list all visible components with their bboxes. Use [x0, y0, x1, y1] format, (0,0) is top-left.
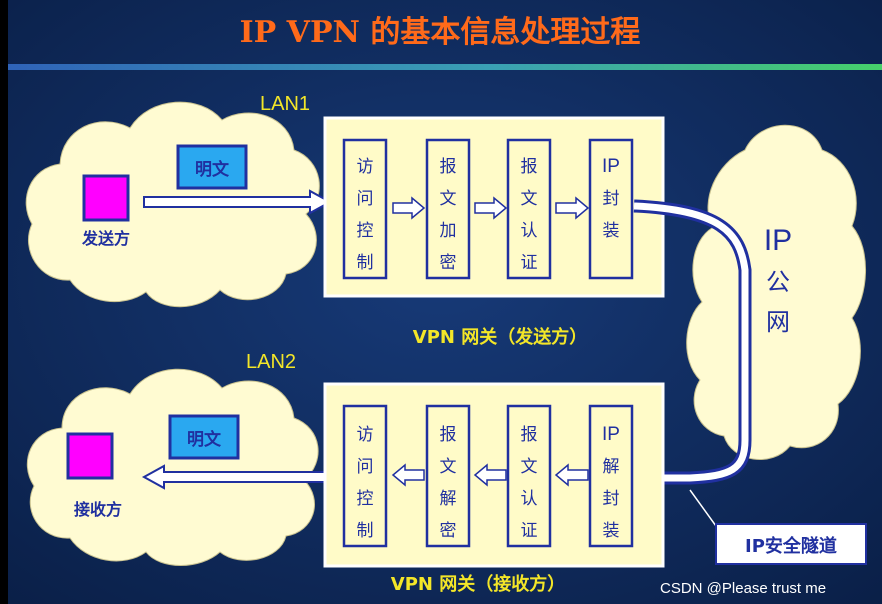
step-label-char: 问: [357, 189, 374, 209]
step-box-authentication: [506, 138, 552, 280]
receiver-steps: [342, 404, 634, 548]
step-arrow: [555, 196, 590, 220]
step-label-char: 报: [521, 157, 538, 177]
network-label-char: 网: [766, 308, 790, 336]
step-label-char: 报: [521, 425, 538, 445]
step-label-char: 证: [521, 253, 538, 273]
plaintext-label-top: 明文: [195, 159, 230, 180]
step-arrow: [391, 463, 425, 487]
step-arrow: [392, 196, 426, 220]
output-arrow-bottom: [141, 464, 331, 490]
step-box-ip-encapsulation: [588, 138, 634, 280]
step-label-char: 制: [357, 521, 374, 541]
plaintext-box-top: [176, 144, 248, 190]
step-arrow: [474, 196, 508, 220]
sender-terminal-icon: [82, 174, 130, 222]
ip-security-tunnel: [633, 199, 752, 485]
step-label-char: 访: [357, 425, 374, 445]
plaintext-box-bottom: [168, 414, 240, 460]
step-label-char: 文: [440, 457, 457, 477]
step-label-char: 解: [603, 457, 620, 477]
lan2-cloud: [26, 368, 319, 566]
watermark-text: CSDN @Please trust me: [660, 580, 827, 597]
step-label-char: 密: [440, 253, 457, 273]
title-band: [8, 64, 882, 70]
tunnel-label: IP安全隧道: [745, 535, 837, 557]
step-label-char: 加: [440, 221, 457, 241]
lan2-label: LAN2: [246, 351, 296, 373]
step-box-ip-decapsulation: [588, 404, 634, 548]
step-label-char: 报: [440, 157, 457, 177]
receiver-terminal-icon: [66, 432, 114, 480]
step-label-char: 制: [357, 253, 374, 273]
tunnel-callout-box: [715, 523, 867, 565]
step-label-char: 认: [521, 221, 538, 241]
step-label-char: 密: [440, 521, 457, 541]
step-label-char: 装: [603, 521, 620, 541]
step-label-char: 问: [357, 457, 374, 477]
left-frame-strip: [0, 0, 8, 604]
step-label-char: 访: [357, 157, 374, 177]
step-label-char: 封: [603, 189, 620, 209]
watermark: CSDN @Please trust me: [660, 578, 880, 600]
step-box-access-control: [342, 404, 388, 548]
sender-label: 发送方: [81, 229, 130, 248]
network-label-char: IP: [764, 224, 792, 257]
step-label-char: IP: [602, 424, 620, 445]
sender-steps: [342, 138, 634, 280]
input-arrow-top: [143, 189, 333, 215]
network-label-char: 公: [766, 268, 790, 296]
step-label-char: 解: [440, 489, 457, 509]
step-label-char: 文: [440, 189, 457, 209]
gateway-label-receiver: VPN 网关（接收方）: [391, 573, 565, 595]
step-box-authentication: [506, 404, 552, 548]
step-box-encryption: [425, 138, 471, 280]
step-label-char: 认: [521, 489, 538, 509]
step-box-decryption: [425, 404, 471, 548]
plaintext-label-bottom: 明文: [187, 429, 222, 450]
step-label-char: 报: [440, 425, 457, 445]
receiver-label: 接收方: [74, 500, 122, 519]
ip-network-label: IP 公网: [764, 224, 792, 336]
step-label-char: 封: [603, 489, 620, 509]
step-label-char: 文: [521, 457, 538, 477]
step-box-access-control: [342, 138, 388, 280]
step-label-char: 装: [603, 221, 620, 241]
step-label-char: IP: [602, 156, 620, 177]
slide-title: IP VPN 的基本信息处理过程: [240, 15, 641, 50]
lan1-label: LAN1: [260, 93, 310, 115]
step-label-char: 文: [521, 189, 538, 209]
step-label-char: 控: [357, 489, 374, 509]
step-arrow: [473, 463, 507, 487]
step-arrow: [554, 463, 589, 487]
step-label-char: 控: [357, 221, 374, 241]
gateway-label-sender: VPN 网关（发送方）: [413, 326, 587, 348]
ip-network-cloud: [686, 124, 867, 460]
step-label-char: 证: [521, 521, 538, 541]
